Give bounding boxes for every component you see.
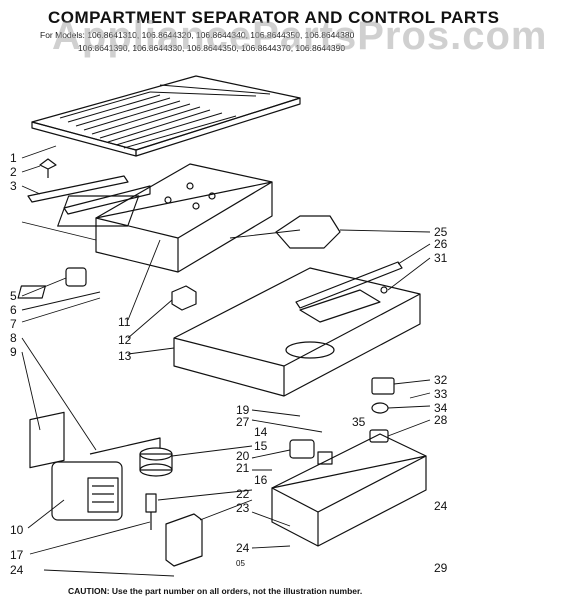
callout-15: 15	[254, 439, 268, 453]
callout-6: 6	[10, 303, 17, 317]
callout-1: 1	[10, 151, 17, 165]
control-rod	[89, 437, 161, 455]
model-line-1: For Models: 106.8641310, 106.8644320, 10…	[40, 30, 355, 40]
callout-35: 35	[352, 415, 366, 429]
callout-26: 26	[434, 237, 448, 251]
compartment-separator	[57, 163, 273, 273]
callout-17: 17	[10, 548, 24, 562]
leader-lines	[21, 145, 431, 577]
screw-and-trim	[27, 158, 151, 215]
callout-7: 7	[10, 317, 17, 331]
callout-2: 2	[10, 165, 17, 179]
callout-25: 25	[434, 225, 448, 239]
callout-20: 20	[236, 449, 250, 463]
diagram-title: COMPARTMENT SEPARATOR AND CONTROL PARTS	[48, 8, 500, 27]
caution-note: CAUTION: Use the part number on all orde…	[68, 586, 363, 596]
callout-22: 22	[236, 487, 250, 501]
callout-19: 19	[236, 403, 250, 417]
callout-27: 27	[236, 415, 250, 429]
damper-parts	[17, 267, 87, 299]
callout-9: 9	[10, 345, 17, 359]
callout-28: 28	[434, 413, 448, 427]
thermostat	[139, 447, 173, 530]
callout-24-center: 24	[236, 541, 250, 555]
diagram-code: 05	[236, 559, 245, 568]
trim-strip	[295, 261, 403, 309]
callout-24-left: 24	[10, 563, 24, 577]
liner-panel	[173, 267, 421, 397]
shelf-grille	[31, 75, 301, 157]
callout-16: 16	[254, 473, 268, 487]
control-box	[271, 433, 427, 547]
control-knob	[171, 285, 197, 311]
callout-8: 8	[10, 331, 17, 345]
callout-34: 34	[434, 401, 448, 415]
callout-23: 23	[236, 501, 250, 515]
callout-29: 29	[434, 561, 448, 575]
callout-31: 31	[434, 251, 448, 265]
model-line-2: 106.8641390, 106.8644330, 106.8644350, 1…	[78, 43, 346, 53]
switch-parts	[369, 286, 395, 443]
callout-32: 32	[434, 373, 448, 387]
callout-24-right: 24	[434, 499, 448, 513]
callout-10: 10	[10, 523, 24, 537]
callout-21: 21	[236, 461, 250, 475]
callout-3: 3	[10, 179, 17, 193]
callout-33: 33	[434, 387, 448, 401]
control-housing	[51, 461, 123, 521]
bezel-frame	[29, 411, 65, 469]
callout-14: 14	[254, 425, 268, 439]
callout-13: 13	[118, 349, 132, 363]
mounting-bracket	[165, 513, 203, 567]
callout-5: 5	[10, 289, 17, 303]
model-list: For Models: 106.8641310, 106.8644320, 10…	[40, 29, 560, 55]
air-baffle	[275, 215, 341, 249]
callout-12: 12	[118, 333, 132, 347]
callout-11: 11	[118, 315, 131, 329]
